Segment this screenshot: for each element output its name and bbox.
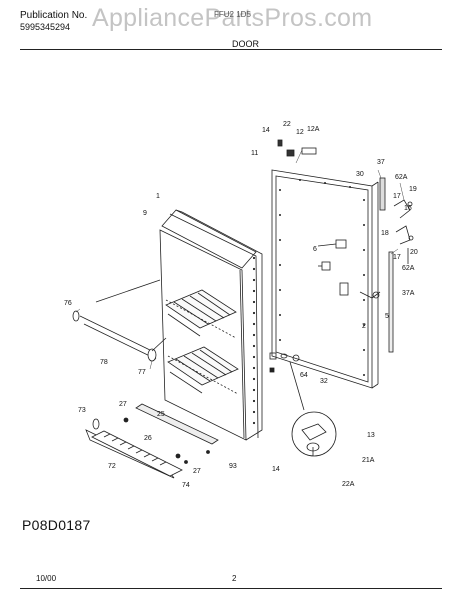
callout-30: 30 — [356, 171, 364, 178]
callout-20: 20 — [410, 249, 418, 256]
watermark: AppliancePartsPros.com — [92, 4, 373, 32]
callout-21a: 21A — [362, 457, 375, 464]
callout-9: 9 — [143, 210, 147, 217]
callout-12: 12 — [296, 129, 304, 136]
callout-13: 13 — [367, 432, 375, 439]
callout-78: 78 — [100, 359, 108, 366]
callout-17-lower: 17 — [393, 254, 401, 261]
lower-hinge-hardware — [269, 352, 337, 457]
callout-12a: 12A — [307, 126, 320, 133]
footer-date: 10/00 — [36, 574, 57, 583]
callout-27-upper: 27 — [119, 401, 127, 408]
callout-77: 77 — [138, 369, 146, 376]
kick-grille — [91, 430, 183, 477]
header-rule — [20, 49, 442, 50]
callout-25: 25 — [157, 411, 165, 418]
side-trim-strips — [379, 177, 414, 353]
callout-37: 37 — [377, 159, 385, 166]
callout-2: 2 — [362, 323, 366, 330]
callout-62a-bottom: 62A — [402, 265, 415, 272]
panel-screw-holes — [279, 179, 365, 376]
callout-1: 1 — [156, 193, 160, 200]
callout-17-upper: 17 — [393, 193, 401, 200]
callout-22: 22 — [283, 121, 291, 128]
model-reference: FFU2 1D5 — [214, 10, 251, 19]
part-callouts: 1 9 76 78 77 73 27 25 26 72 27 93 74 14 … — [64, 121, 418, 489]
callout-93: 93 — [229, 463, 237, 470]
callout-64: 64 — [300, 372, 308, 379]
callout-14-bottom: 14 — [272, 466, 280, 473]
section-title: DOOR — [232, 39, 259, 49]
callout-22a: 22A — [342, 481, 355, 488]
callout-27-lower: 27 — [193, 468, 201, 475]
callout-74: 74 — [182, 482, 190, 489]
callout-62a-top: 62A — [395, 174, 408, 181]
leader-lines — [75, 149, 405, 370]
callout-72: 72 — [108, 463, 116, 470]
door-gasket-holes — [252, 256, 256, 432]
callout-18: 18 — [381, 230, 389, 237]
callout-14-top: 14 — [262, 127, 270, 134]
callout-11: 11 — [251, 150, 258, 157]
footer-rule — [20, 588, 442, 589]
door-shelf-upper — [165, 289, 237, 337]
callout-37a: 37A — [402, 290, 415, 297]
callout-73: 73 — [78, 407, 86, 414]
door-handle-rod — [72, 279, 167, 362]
callout-16: 16 — [404, 205, 412, 212]
callout-19: 19 — [409, 186, 417, 193]
diagram-code: P08D0187 — [22, 517, 91, 533]
callout-32: 32 — [320, 378, 328, 385]
door-liner — [159, 209, 263, 441]
door-hinge-brackets — [317, 239, 381, 299]
bottom-trim-assembly — [85, 403, 219, 479]
callout-26: 26 — [144, 435, 152, 442]
top-hardware — [277, 139, 317, 157]
outer-door-panel — [271, 169, 379, 389]
footer-page-number: 2 — [232, 574, 237, 583]
callout-6: 6 — [313, 246, 317, 253]
publication-label: Publication No. — [20, 10, 88, 21]
callout-76: 76 — [64, 300, 72, 307]
callout-5: 5 — [385, 313, 389, 320]
door-shelf-lower — [167, 346, 239, 394]
publication-number: 5995345294 — [20, 22, 71, 32]
